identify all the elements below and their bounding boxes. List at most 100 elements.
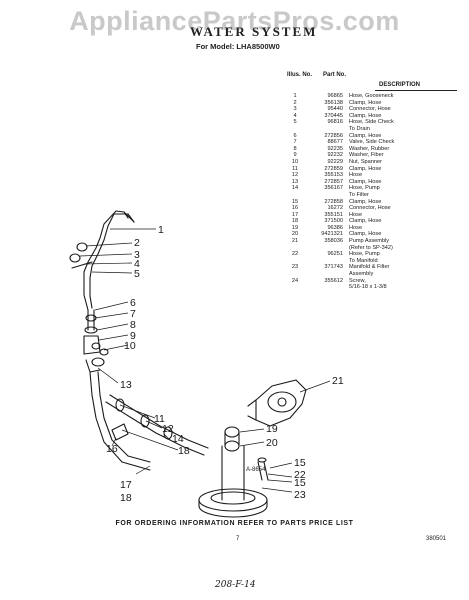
cell-description: Clamp, Hose bbox=[349, 165, 382, 172]
cell-part-no: 355153 bbox=[324, 172, 343, 179]
callout-21: 21 bbox=[332, 375, 344, 387]
cell-illus-no: 20 bbox=[291, 231, 299, 238]
callout-6: 6 bbox=[130, 297, 136, 309]
page-title: WATER SYSTEM bbox=[190, 24, 318, 39]
cell-description: (Refer to SP-342) bbox=[349, 244, 393, 251]
cell-part-no: 371500 bbox=[324, 218, 343, 225]
cell-illus-no: 16 bbox=[291, 205, 299, 212]
cell-illus-no: 13 bbox=[291, 178, 299, 185]
col-header-part: Part No. bbox=[323, 72, 347, 78]
cell-part-no: 9421321 bbox=[321, 231, 343, 238]
callout-18-upper: 18 bbox=[178, 445, 190, 457]
cell-description: Washer, Rubber bbox=[349, 145, 390, 152]
manifold-filter bbox=[198, 445, 268, 518]
cell-illus-no: 4 bbox=[293, 112, 297, 119]
callout-23: 23 bbox=[294, 489, 306, 501]
cell-description: Hose, Pump bbox=[349, 251, 380, 258]
cell-illus-no: 21 bbox=[291, 238, 299, 245]
watermark: AppliancePartsPros.com bbox=[69, 6, 400, 36]
cell-part-no: 356138 bbox=[324, 99, 343, 106]
hose-connector bbox=[224, 426, 240, 452]
cell-description: Clamp, Hose bbox=[349, 132, 382, 139]
ordering-info: FOR ORDERING INFORMATION REFER TO PARTS … bbox=[115, 520, 354, 527]
callout-22: 22 bbox=[294, 469, 306, 481]
table-row: (Refer to SP-342) bbox=[287, 244, 465, 253]
cell-illus-no: 11 bbox=[292, 165, 298, 172]
cell-illus-no: 6 bbox=[293, 132, 297, 139]
table-row: To Drain bbox=[287, 126, 465, 134]
cell-description: Clamp, Hose bbox=[349, 178, 382, 185]
callout-14: 14 bbox=[172, 433, 184, 445]
cell-part-no: 92229 bbox=[327, 158, 343, 165]
cell-part-no: 355612 bbox=[324, 277, 343, 284]
cell-part-no: 272858 bbox=[324, 198, 343, 205]
cell-description: Hose, Side Check bbox=[349, 119, 394, 126]
model-line: For Model: LHA8500W0 bbox=[196, 42, 280, 51]
table-row: 18 371500 Clamp, Hose bbox=[287, 219, 465, 226]
gooseneck-hose bbox=[83, 210, 135, 311]
cell-description: Clamp, Hose bbox=[349, 198, 382, 205]
table-row: 10 92229 Nut, Spanner bbox=[287, 158, 465, 167]
col-header-description: DESCRIPTION bbox=[379, 82, 421, 88]
table-row: 6 272856 Clamp, Hose bbox=[287, 132, 465, 141]
cell-description: Clamp, Hose bbox=[349, 231, 382, 238]
callout-10: 10 bbox=[124, 340, 136, 352]
cell-description: Hose bbox=[349, 172, 363, 179]
cell-illus-no: 19 bbox=[291, 224, 299, 231]
table-row: To Filter bbox=[287, 192, 465, 200]
cell-description: Nut, Spanner bbox=[349, 158, 382, 165]
callout-15-lower: 15 bbox=[294, 477, 306, 489]
callout-17: 17 bbox=[120, 479, 132, 491]
cell-part-no: 96865 bbox=[327, 93, 343, 99]
cell-description: Hose bbox=[349, 211, 363, 218]
cell-part-no: 358036 bbox=[324, 238, 343, 245]
cell-part-no: 272856 bbox=[324, 132, 343, 139]
header-rule bbox=[375, 90, 457, 91]
document-number: 380501 bbox=[426, 536, 447, 542]
callout-11: 11 bbox=[154, 413, 165, 425]
cell-illus-no: 3 bbox=[293, 106, 297, 113]
callout-2: 2 bbox=[134, 237, 140, 249]
callout-19: 19 bbox=[266, 423, 278, 435]
cell-part-no: 92232 bbox=[327, 152, 343, 159]
cell-illus-no: 18 bbox=[291, 218, 299, 225]
table-row: To Manifold bbox=[287, 258, 465, 266]
callout-3: 3 bbox=[134, 249, 140, 261]
cell-part-no: 356167 bbox=[324, 185, 343, 192]
cell-description: Manifold & Filter bbox=[349, 264, 390, 271]
cell-part-no: 370445 bbox=[324, 112, 343, 119]
cell-illus-no: 8 bbox=[293, 145, 297, 152]
callout-20: 20 bbox=[266, 437, 278, 449]
callout-13: 13 bbox=[120, 379, 132, 391]
cell-part-no: 16272 bbox=[327, 205, 343, 212]
callout-4: 4 bbox=[134, 258, 140, 270]
leader-lines bbox=[79, 228, 331, 493]
table-row: 20 9421321 Clamp, Hose bbox=[287, 232, 465, 239]
callout-1: 1 bbox=[158, 224, 164, 236]
table-row: 15 272858 Clamp, Hose bbox=[287, 198, 465, 207]
cell-description: Clamp, Hose bbox=[349, 218, 382, 225]
callout-5: 5 bbox=[134, 268, 140, 280]
cell-illus-no: 10 bbox=[291, 158, 299, 165]
cell-description: Hose, Pump bbox=[349, 185, 380, 192]
handwritten-note: 208-F-14 bbox=[215, 580, 256, 590]
cell-illus-no: 22 bbox=[291, 251, 299, 258]
pump-assembly bbox=[247, 379, 307, 427]
cell-description: Connector, Hose bbox=[349, 205, 391, 212]
cell-description: Washer, Fiber bbox=[349, 152, 384, 159]
callout-18-lower: 18 bbox=[120, 492, 132, 504]
cell-illus-no: 15 bbox=[291, 198, 299, 205]
cell-illus-no: 1 bbox=[293, 93, 297, 99]
callout-7: 7 bbox=[130, 308, 136, 320]
